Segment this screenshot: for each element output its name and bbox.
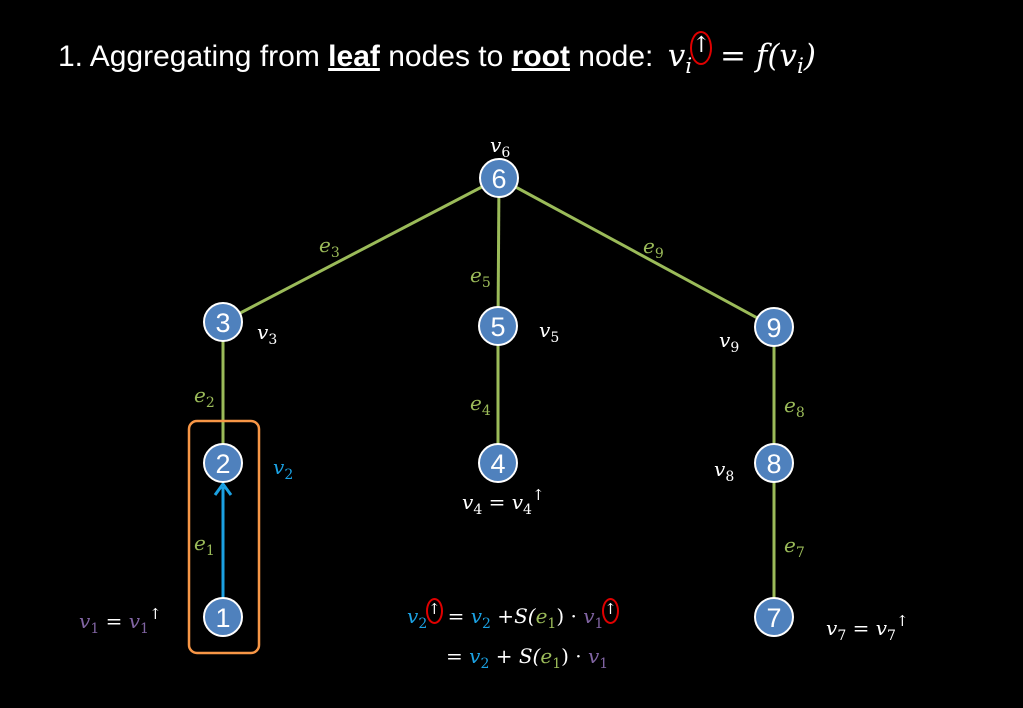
edge-6-5 [496,177,501,327]
label-v2: v2 [273,455,294,483]
node-2: 2 [203,443,243,483]
label-v3: v3 [257,320,278,348]
label-e8: e8 [784,393,805,421]
svg-text:5: 5 [490,312,505,342]
label-e4: e4 [470,391,491,419]
node-8: 8 [754,443,794,483]
svg-text:6: 6 [491,164,506,194]
slide-title: 1. Aggregating from leaf nodes to root n… [58,31,816,80]
svg-text:7: 7 [766,603,781,633]
node-6: 6 [479,158,519,198]
edge-6-3 [222,176,500,324]
label-v8: v8 [714,457,735,485]
label-e9: e9 [643,234,664,262]
up-arrow-circled: ↑ [690,31,713,65]
svg-text:1: 1 [215,603,230,633]
label-v9: v9 [719,328,740,356]
equation-v4: v4 = v4↑ [462,486,545,518]
nodes: 6 3 5 9 2 4 8 1 7 [203,158,794,637]
aggregation-formula: vi↑ = f(vi) [667,31,816,80]
node-3: 3 [203,302,243,342]
label-e3: e3 [319,233,340,261]
label-e2: e2 [194,383,215,411]
leaf-word: leaf [328,40,380,73]
svg-text:3: 3 [215,308,230,338]
up-arrow-circled: ↑ [426,598,444,624]
node-4: 4 [478,443,518,483]
equation-v7: v7 = v7↑ [826,612,909,644]
update-equation-line1: v2↑ = v2 +S(e1) · v1↑ [407,598,620,632]
svg-text:8: 8 [766,449,781,479]
highlight-arrow [213,481,233,598]
label-v6: v6 [490,133,511,161]
root-word: root [511,40,570,73]
svg-text:2: 2 [215,449,230,479]
node-1: 1 [203,597,243,637]
label-e1: e1 [194,531,215,559]
label-e5: e5 [470,263,491,291]
label-e7: e7 [784,533,805,561]
edges [221,176,776,617]
highlight-box [187,419,261,655]
up-arrow-circled: ↑ [602,598,620,624]
edge-6-9 [498,176,775,329]
svg-text:9: 9 [766,313,781,343]
update-equation-line2: = v2 + S(e1) · v1 [446,644,609,672]
label-v5: v5 [539,318,560,346]
equation-v1: v1 = v1↑ [79,605,162,637]
node-7: 7 [754,597,794,637]
node-9: 9 [754,307,794,347]
node-5: 5 [478,306,518,346]
svg-text:4: 4 [490,449,505,479]
